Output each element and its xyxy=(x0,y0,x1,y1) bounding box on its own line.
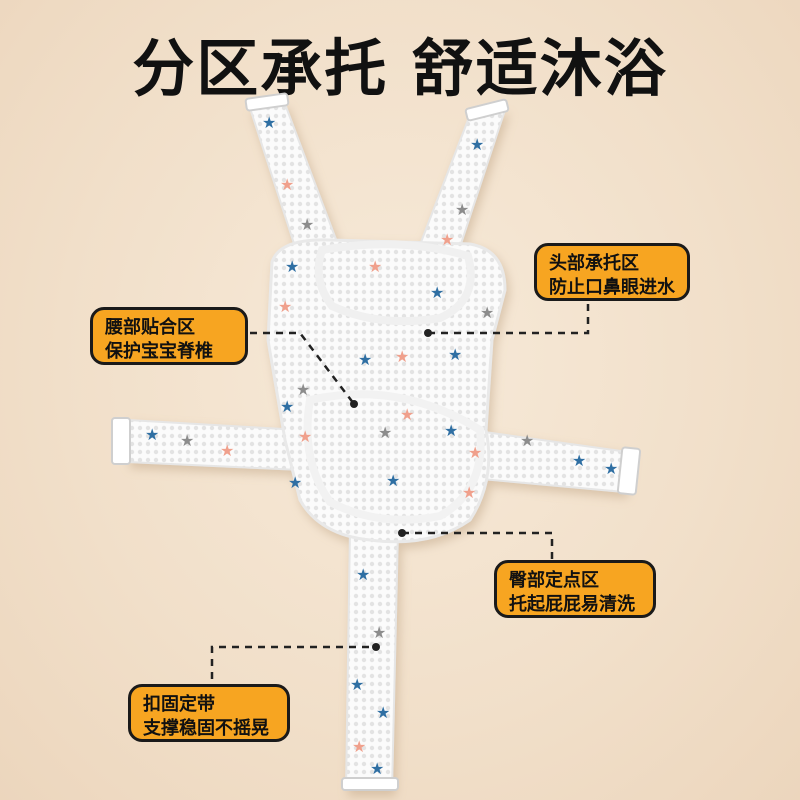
svg-text:★: ★ xyxy=(358,350,372,369)
svg-text:★: ★ xyxy=(448,345,462,364)
svg-text:★: ★ xyxy=(370,759,384,778)
svg-text:★: ★ xyxy=(296,380,310,399)
svg-text:★: ★ xyxy=(278,297,292,316)
buckle-icons xyxy=(111,92,642,791)
svg-text:★: ★ xyxy=(145,425,159,444)
waist-callout-line2: 保护宝宝脊椎 xyxy=(105,341,213,362)
svg-text:★: ★ xyxy=(376,703,390,722)
svg-text:★: ★ xyxy=(462,483,476,502)
star-print: ★ ★ ★ ★ ★ ★ ★ ★ ★ ★ ★ ★ ★ ★ ★ ★ ★ ★ ★ ★ … xyxy=(145,113,618,778)
waist-support-callout: 腰部贴合区 保护宝宝脊椎 xyxy=(90,307,248,365)
svg-text:★: ★ xyxy=(298,427,312,446)
head-callout-line1: 头部承托区 xyxy=(549,253,639,274)
svg-text:★: ★ xyxy=(430,283,444,302)
page-title: 分区承托 舒适沐浴 xyxy=(132,32,668,105)
svg-text:★: ★ xyxy=(440,230,454,249)
svg-text:★: ★ xyxy=(378,423,392,442)
svg-text:★: ★ xyxy=(368,257,382,276)
svg-text:★: ★ xyxy=(300,215,314,234)
svg-text:★: ★ xyxy=(395,347,409,366)
svg-text:★: ★ xyxy=(352,737,366,756)
svg-text:★: ★ xyxy=(285,257,299,276)
svg-text:★: ★ xyxy=(280,397,294,416)
svg-text:★: ★ xyxy=(572,451,586,470)
strap-callout-line1: 扣固定带 xyxy=(143,694,215,715)
svg-text:★: ★ xyxy=(470,135,484,154)
head-support-callout: 头部承托区 防止口鼻眼进水 xyxy=(534,243,690,301)
svg-text:★: ★ xyxy=(480,303,494,322)
svg-text:★: ★ xyxy=(520,431,534,450)
hip-callout-line1: 臀部定点区 xyxy=(509,570,599,591)
bath-net-shape xyxy=(127,102,630,791)
leader-dots xyxy=(350,329,432,651)
strap-callout-line2: 支撑稳固不摇晃 xyxy=(143,718,269,739)
svg-text:★: ★ xyxy=(604,459,618,478)
svg-text:★: ★ xyxy=(288,473,302,492)
svg-text:★: ★ xyxy=(280,175,294,194)
svg-text:★: ★ xyxy=(220,441,234,460)
svg-text:★: ★ xyxy=(372,623,386,642)
hip-support-callout: 臀部定点区 托起屁屁易清洗 xyxy=(494,560,656,618)
svg-text:★: ★ xyxy=(180,431,194,450)
svg-text:★: ★ xyxy=(468,443,482,462)
svg-text:★: ★ xyxy=(350,675,364,694)
svg-text:★: ★ xyxy=(455,200,469,219)
svg-text:★: ★ xyxy=(356,565,370,584)
leader-lines xyxy=(210,290,590,692)
waist-callout-line1: 腰部贴合区 xyxy=(105,317,195,338)
svg-text:★: ★ xyxy=(444,421,458,440)
strap-callout: 扣固定带 支撑稳固不摇晃 xyxy=(128,684,290,742)
hip-callout-line2: 托起屁屁易清洗 xyxy=(509,594,635,615)
svg-text:★: ★ xyxy=(262,113,276,132)
svg-text:★: ★ xyxy=(386,471,400,490)
head-callout-line2: 防止口鼻眼进水 xyxy=(549,277,675,298)
svg-text:★: ★ xyxy=(400,405,414,424)
